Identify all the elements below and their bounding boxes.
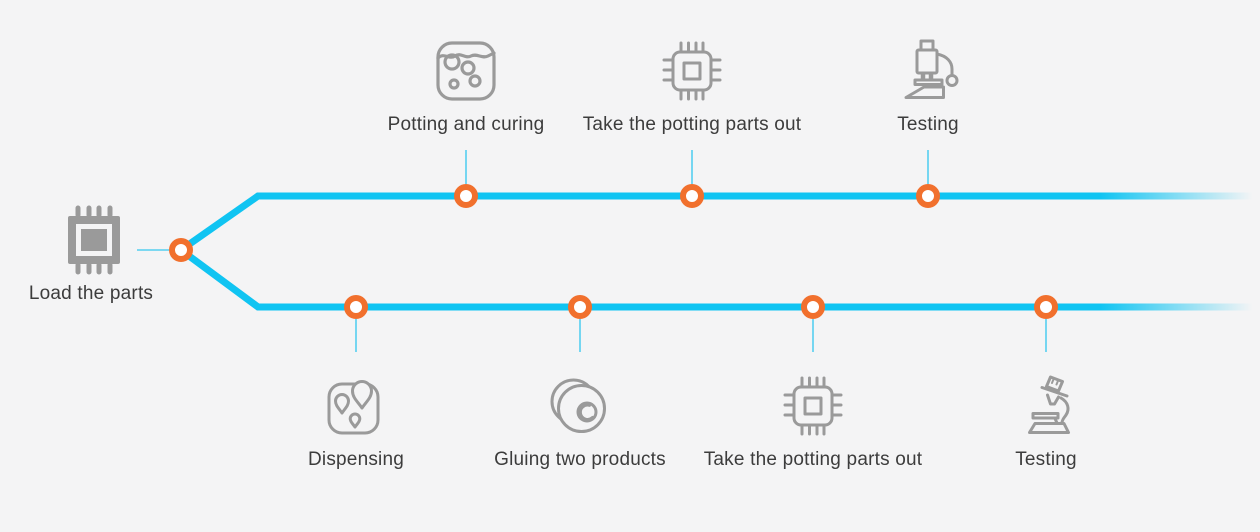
flow-node-take-out-bottom [801, 295, 825, 319]
connector-lines [137, 150, 1047, 352]
top-branch-line [178, 192, 1258, 253]
flow-node-testing-bottom [1034, 295, 1058, 319]
step-label-take-out-top: Take the potting parts out [582, 114, 802, 135]
step-label-testing-bottom: Testing [1015, 449, 1077, 470]
flow-node-gluing [568, 295, 592, 319]
flow-node-potting [454, 184, 478, 208]
flow-node-dispensing [344, 295, 368, 319]
chip-filled-icon [68, 205, 120, 275]
flow-node-take-out-top [680, 184, 704, 208]
step-label-take-out-bottom: Take the potting parts out [703, 449, 923, 470]
flow-node-start [169, 238, 193, 262]
chip-outline-icon [783, 376, 843, 436]
potting-tank-icon [436, 41, 496, 101]
glued-discs-icon [550, 378, 606, 433]
microscope-upright-icon [904, 39, 959, 99]
glue-drops-icon [327, 380, 380, 435]
flow-node-testing-top [916, 184, 940, 208]
step-label-testing-top: Testing [897, 114, 959, 135]
chip-outline-icon [662, 41, 722, 101]
step-label-load-parts: Load the parts [28, 283, 154, 304]
step-label-gluing: Gluing two products [494, 449, 666, 470]
microscope-tilted-icon [1028, 375, 1070, 434]
step-label-potting: Potting and curing [387, 114, 545, 135]
bottom-branch-line [178, 247, 1258, 311]
step-label-dispensing: Dispensing [308, 449, 404, 470]
